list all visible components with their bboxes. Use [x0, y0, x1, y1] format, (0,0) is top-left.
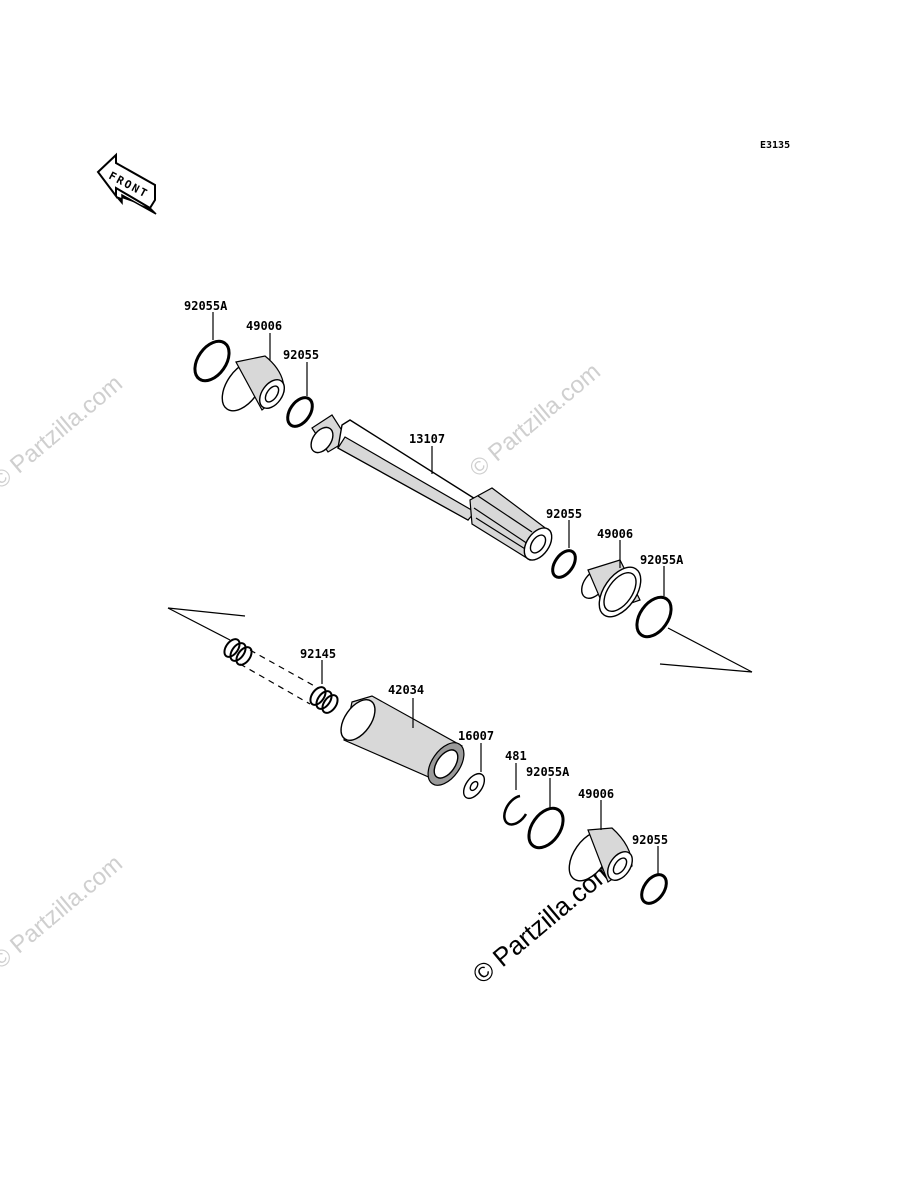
label-92055A-bottom: 92055A [526, 765, 570, 779]
label-13107: 13107 [409, 432, 445, 446]
boot-49006-right[interactable] [577, 559, 650, 624]
label-92055-top-left: 92055 [283, 348, 319, 362]
spring-92145[interactable] [221, 636, 340, 715]
assembly-connection-line [167, 607, 753, 673]
label-49006-top-left: 49006 [246, 319, 282, 333]
o-ring-92055-right[interactable] [548, 547, 580, 582]
label-92055A-top-right: 92055A [640, 553, 684, 567]
diagram-code: E3135 [760, 140, 790, 151]
o-ring-92055-bottom[interactable] [637, 870, 672, 908]
watermark: © Partzilla.com [467, 854, 620, 990]
o-ring-92055A-left[interactable] [188, 335, 236, 387]
label-49006-bottom: 49006 [578, 787, 614, 801]
front-arrow-icon: FRONT [96, 152, 157, 215]
o-ring-92055-left[interactable] [283, 393, 318, 431]
o-ring-92055A-right[interactable] [630, 591, 678, 643]
coupler-42034[interactable] [334, 694, 471, 792]
watermark: © Partzilla.com [0, 850, 128, 975]
boot-49006-left[interactable] [214, 354, 290, 418]
boot-49006-bottom[interactable] [561, 824, 638, 888]
watermark: © Partzilla.com [0, 370, 128, 495]
washer-16007[interactable] [459, 770, 488, 802]
label-92145: 92145 [300, 647, 336, 661]
label-49006-top-right: 49006 [597, 527, 633, 541]
watermark: © Partzilla.com [465, 358, 606, 483]
circlip-481[interactable] [503, 794, 528, 826]
label-92055-top-right: 92055 [546, 507, 582, 521]
label-92055-bottom: 92055 [632, 833, 668, 847]
label-16007: 16007 [458, 729, 494, 743]
o-ring-92055A-bottom[interactable] [522, 802, 570, 854]
label-481: 481 [505, 749, 527, 763]
label-92055A-top-left: 92055A [184, 299, 228, 313]
label-42034: 42034 [388, 683, 424, 697]
drive-shaft-13107[interactable] [307, 414, 558, 565]
